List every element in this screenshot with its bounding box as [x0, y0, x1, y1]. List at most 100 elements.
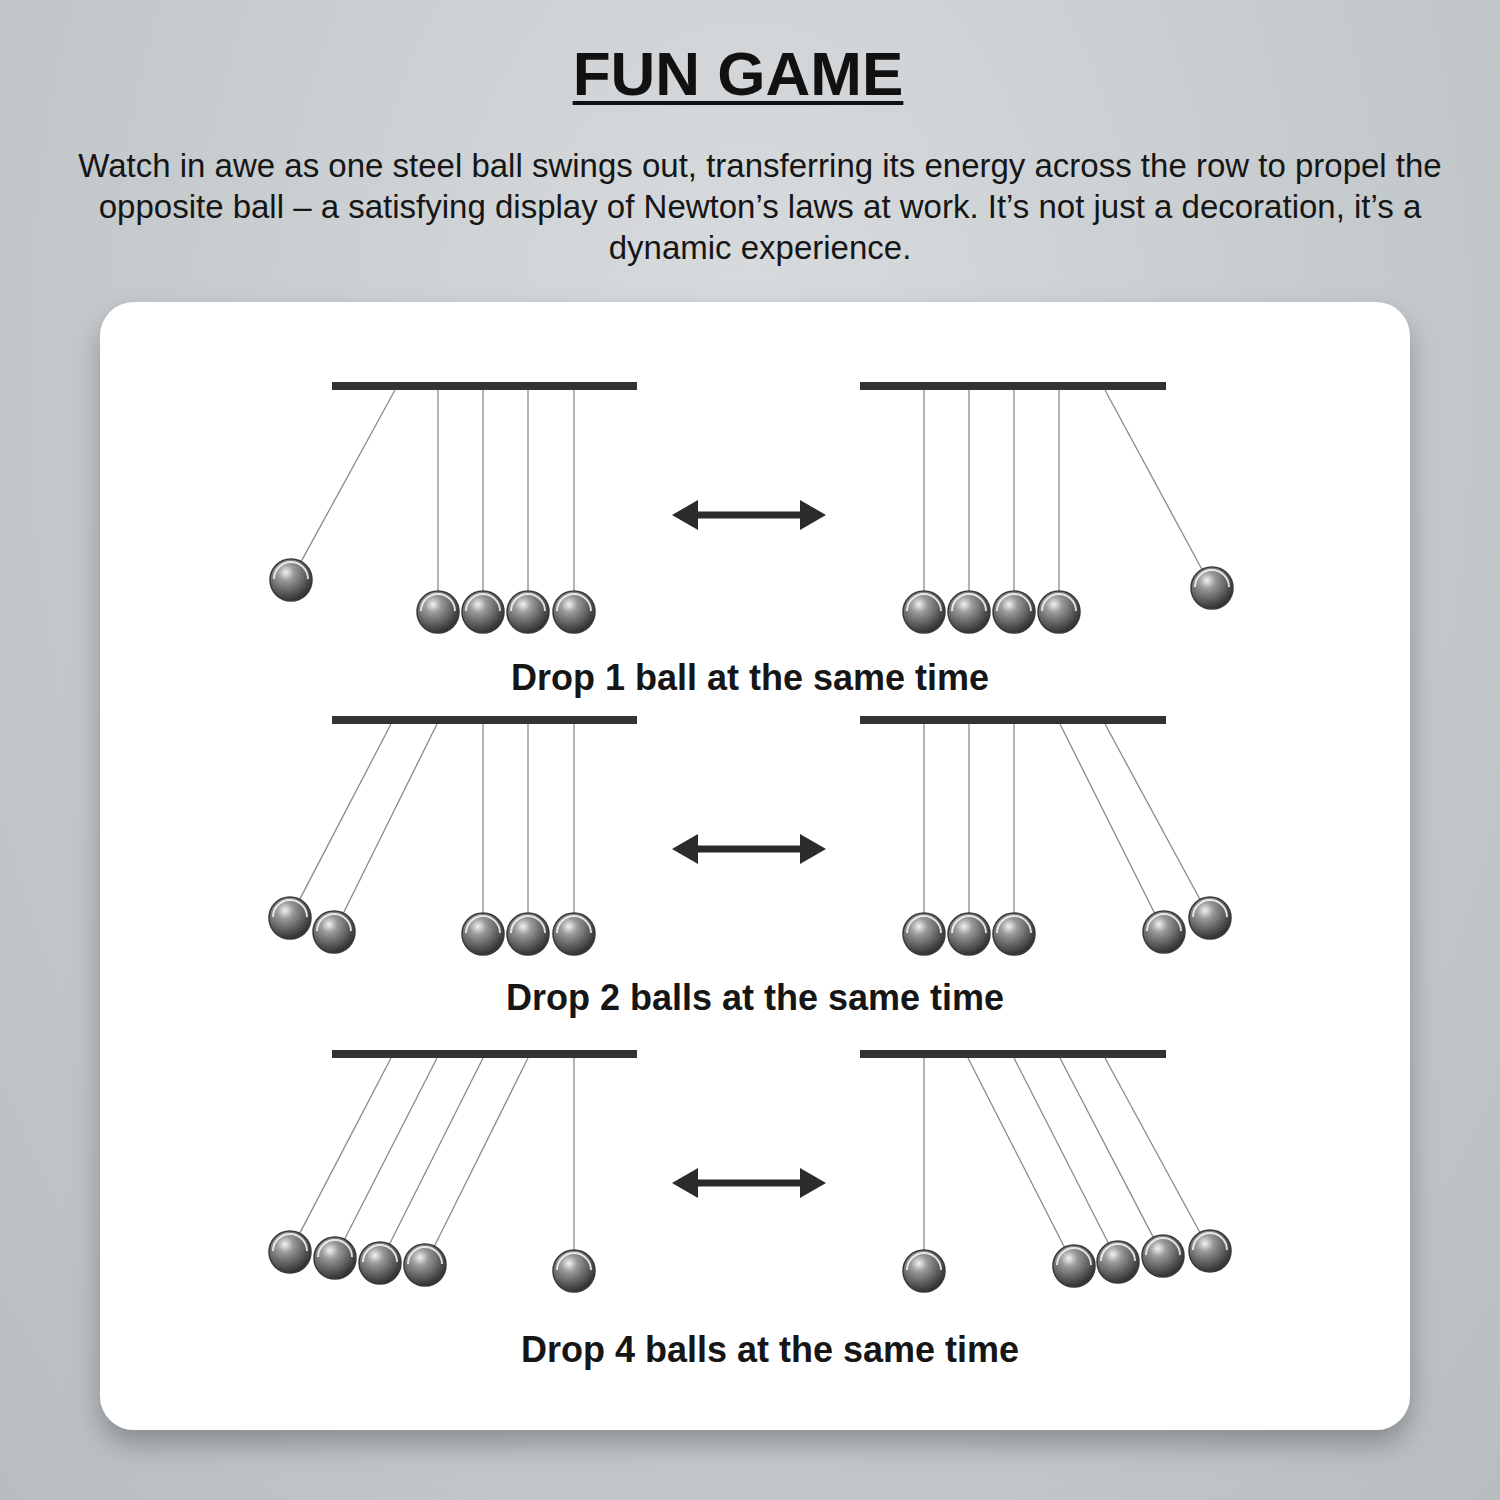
steel-ball	[1189, 1230, 1231, 1272]
ball-highlight	[1042, 594, 1076, 611]
steel-ball	[1038, 591, 1080, 633]
steel-ball	[462, 913, 504, 955]
cradle-bar	[332, 1050, 637, 1058]
ball-highlight	[907, 594, 941, 611]
arrow-head	[672, 834, 698, 864]
ball-highlight	[1057, 1248, 1091, 1265]
string	[1105, 724, 1200, 900]
string	[573, 1058, 574, 1250]
ball-highlight	[273, 1234, 307, 1251]
steel-ball	[903, 913, 945, 955]
steel-ball	[313, 911, 355, 953]
string	[1013, 390, 1014, 591]
step-caption: Drop 2 balls at the same time	[305, 976, 1205, 1019]
string	[527, 724, 528, 913]
double-arrow	[690, 1180, 807, 1187]
ball-highlight	[557, 916, 591, 933]
steel-ball	[269, 1231, 311, 1273]
label-slot: Drop 4 balls at the same time	[320, 1328, 1220, 1371]
steel-ball	[903, 1250, 945, 1292]
ball-highlight	[317, 914, 351, 931]
ball-highlight	[557, 594, 591, 611]
arrow-head	[800, 500, 826, 530]
ball-highlight	[997, 594, 1031, 611]
ball-highlight	[1147, 914, 1181, 931]
string	[343, 724, 437, 913]
cradle-bar	[860, 382, 1166, 390]
steel-ball	[1053, 1245, 1095, 1287]
string	[301, 390, 395, 562]
steel-ball	[270, 559, 312, 601]
string	[1013, 724, 1014, 913]
string	[389, 1058, 483, 1244]
string	[923, 1058, 924, 1250]
steel-ball	[553, 913, 595, 955]
label-slot: Drop 1 ball at the same time	[300, 656, 1200, 699]
ball-highlight	[363, 1245, 397, 1262]
arrow-head	[800, 834, 826, 864]
steel-ball	[359, 1242, 401, 1284]
ball-highlight	[273, 900, 307, 917]
string	[482, 724, 483, 913]
cradle-bar	[332, 716, 637, 724]
title: FUN GAME	[388, 38, 1088, 109]
cradle-bar	[860, 1050, 1166, 1058]
string	[1105, 1058, 1200, 1233]
ball-highlight	[997, 916, 1031, 933]
ball-highlight	[1195, 570, 1229, 587]
steel-ball	[553, 1250, 595, 1292]
ball-highlight	[952, 594, 986, 611]
ball-highlight	[511, 594, 545, 611]
label-slot: Watch in awe as one steel ball swings ou…	[40, 146, 1480, 269]
cradle-bar	[332, 382, 637, 390]
steel-ball	[507, 913, 549, 955]
ball-highlight	[1101, 1244, 1135, 1261]
steel-ball	[269, 897, 311, 939]
ball-highlight	[511, 916, 545, 933]
cradle-bar	[860, 716, 1166, 724]
string	[300, 724, 391, 899]
title-slot: FUN GAME	[388, 38, 1088, 109]
steel-ball	[507, 591, 549, 633]
string	[968, 390, 969, 591]
steel-ball	[1191, 567, 1233, 609]
white-panel	[100, 302, 1410, 1430]
arrow-head	[672, 1168, 698, 1198]
ball-highlight	[907, 916, 941, 933]
ball-highlight	[557, 1253, 591, 1270]
steel-ball	[1189, 897, 1231, 939]
ball-highlight	[466, 916, 500, 933]
ball-highlight	[466, 594, 500, 611]
double-arrow	[690, 846, 807, 853]
ball-highlight	[274, 562, 308, 579]
string	[1058, 390, 1059, 591]
ball-highlight	[907, 1253, 941, 1270]
string	[923, 390, 924, 591]
arrow-head	[800, 1168, 826, 1198]
string	[300, 1058, 391, 1233]
string	[968, 724, 969, 913]
steel-ball	[1143, 911, 1185, 953]
steel-ball	[993, 913, 1035, 955]
string	[573, 724, 574, 913]
steel-ball	[948, 913, 990, 955]
steel-ball	[993, 591, 1035, 633]
steel-ball	[314, 1237, 356, 1279]
intro-text: Watch in awe as one steel ball swings ou…	[40, 146, 1480, 269]
string	[482, 390, 483, 591]
steel-ball	[903, 591, 945, 633]
ball-highlight	[1193, 900, 1227, 917]
string	[527, 390, 528, 591]
ball-highlight	[1193, 1233, 1227, 1250]
steel-ball	[462, 591, 504, 633]
ball-highlight	[1146, 1238, 1180, 1255]
string	[968, 1058, 1064, 1247]
steel-ball	[553, 591, 595, 633]
string	[1060, 724, 1155, 913]
step-caption: Drop 1 ball at the same time	[300, 656, 1200, 699]
string	[923, 724, 924, 913]
string	[573, 390, 574, 591]
double-arrow	[690, 512, 807, 519]
string	[345, 1058, 437, 1239]
